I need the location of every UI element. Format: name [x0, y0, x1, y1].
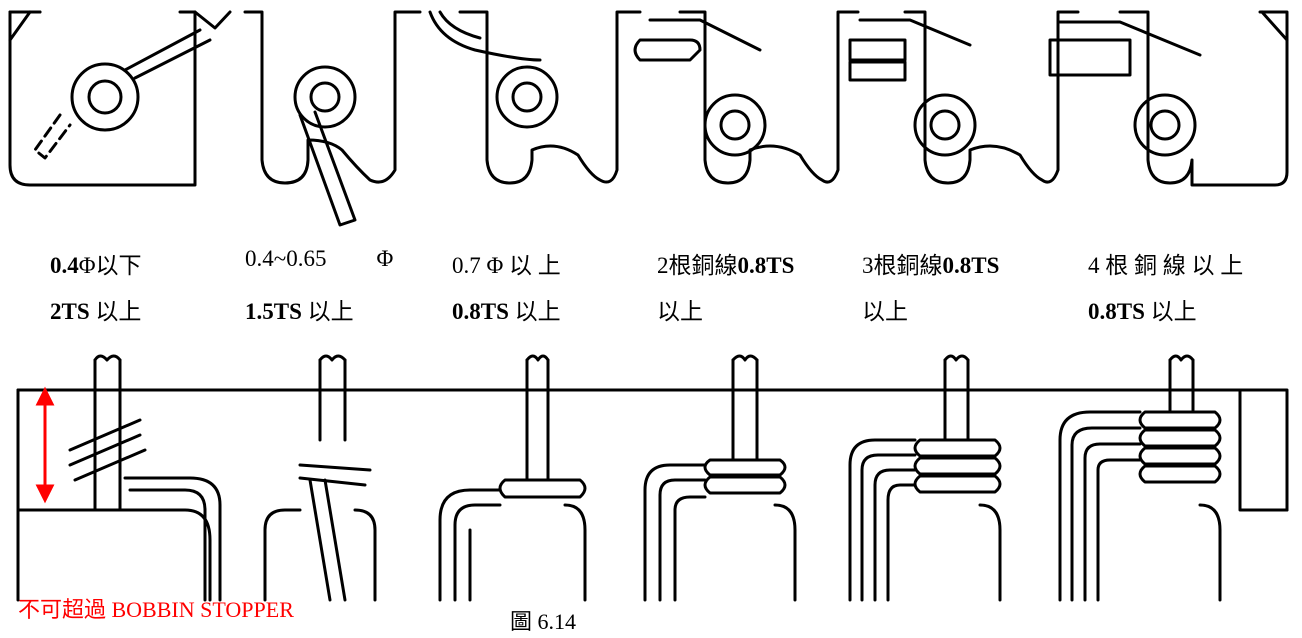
label-3-line2: 0.8TS 以上	[452, 299, 561, 324]
label-3-line1: 0.7 Φ 以 上	[452, 253, 561, 278]
height-limit-arrow	[35, 386, 55, 504]
stopper-warning: 不可超過 BOBBIN STOPPER	[18, 597, 294, 622]
label-1-line2: 2TS 以上	[50, 299, 142, 324]
label-2-line2: 1.5TS 以上	[245, 299, 354, 324]
label-5-line1: 3根銅線0.8TS	[862, 253, 1000, 278]
figure-caption: 圖 6.14	[510, 609, 577, 634]
label-1-line1: 0.4Φ以下	[50, 253, 142, 278]
label-6-line1: 4 根 銅 線 以 上	[1088, 253, 1244, 278]
label-5-line2: 以上	[862, 299, 908, 324]
label-6-line2: 0.8TS 以上	[1088, 299, 1197, 324]
label-4-line2: 以上	[657, 299, 703, 324]
top-coils	[70, 62, 1197, 157]
label-4-line1: 2根銅線0.8TS	[657, 253, 795, 278]
top-terminal-outline	[8, 10, 1289, 187]
top-leads	[33, 10, 1202, 227]
bottom-posts	[68, 354, 1222, 602]
